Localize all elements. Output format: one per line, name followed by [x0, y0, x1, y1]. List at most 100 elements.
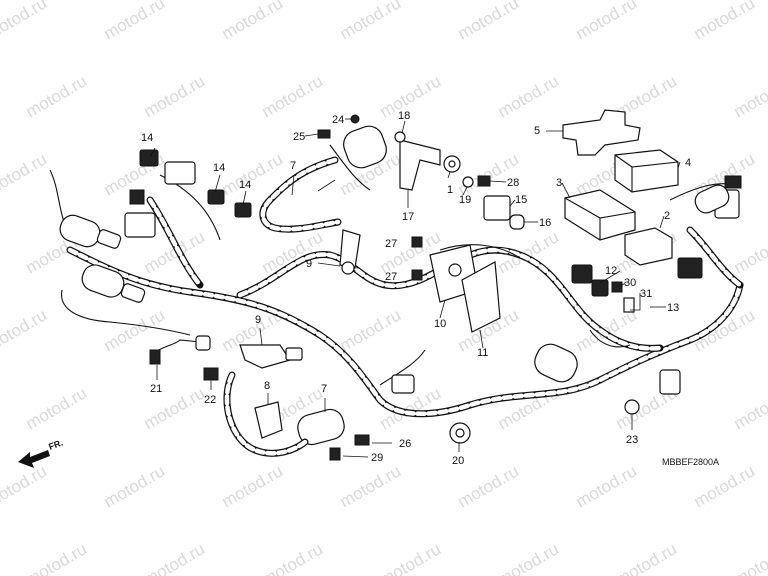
connector-14-right[interactable]: [234, 202, 252, 218]
part-19-nut[interactable]: [462, 176, 474, 188]
part-9-upper-cap[interactable]: [339, 229, 361, 275]
watermark-text: motod.ru: [377, 71, 445, 121]
watermark-text: motod.ru: [613, 539, 681, 576]
part-22-clip[interactable]: [203, 367, 219, 381]
watermark-text: motod.ru: [495, 71, 563, 121]
watermark-text: motod.ru: [377, 539, 445, 576]
watermark-text: motod.ru: [337, 461, 405, 511]
ignition-coil-front[interactable]: [57, 212, 122, 250]
watermark-text: motod.ru: [455, 0, 523, 43]
part-20-clamp[interactable]: [449, 422, 471, 444]
callout-14-middle: 14: [213, 162, 225, 174]
callout-9-lower: 9: [255, 314, 261, 326]
connector-block-upper-left[interactable]: [124, 161, 196, 238]
part-3-regulator[interactable]: [564, 189, 636, 241]
watermark-text: motod.ru: [219, 461, 287, 511]
watermark-text: motod.ru: [101, 305, 169, 355]
callout-3: 3: [556, 177, 562, 189]
watermark-text: motod.ru: [731, 539, 768, 576]
callout-7-lower: 7: [321, 383, 327, 395]
callout-10: 10: [434, 318, 446, 330]
callout-14-left: 14: [141, 132, 153, 144]
watermark-text: motod.ru: [23, 383, 91, 433]
watermark-text: motod.ru: [731, 71, 768, 121]
watermark-text: motod.ru: [455, 461, 523, 511]
callout-30: 30: [624, 277, 636, 289]
part-26-bolt[interactable]: [354, 434, 370, 446]
drawing-code: MBBEF2800A: [662, 457, 719, 467]
connector-14-left[interactable]: [139, 149, 159, 167]
connector-right-lower[interactable]: [659, 369, 681, 395]
callout-4: 4: [685, 157, 691, 169]
connector-14-middle[interactable]: [207, 189, 225, 205]
part-8-bracket[interactable]: [254, 401, 283, 439]
callout-1: 1: [447, 184, 453, 196]
part-27-bolt-lower[interactable]: [411, 269, 423, 281]
watermark-text: motod.ru: [0, 0, 50, 43]
callout-13: 13: [667, 302, 679, 314]
callout-29: 29: [371, 452, 383, 464]
part-28-bolt[interactable]: [477, 175, 491, 187]
part-30-clip[interactable]: [611, 281, 623, 293]
callout-15: 15: [515, 194, 527, 206]
watermark-text: motod.ru: [141, 539, 209, 576]
part-17-bracket[interactable]: [394, 131, 441, 191]
callout-labels: 1 2 3 4 5 7 7 8 9 9 10 11 12 13 14 14 14…: [141, 110, 691, 467]
callout-16: 16: [539, 217, 551, 229]
callout-31: 31: [640, 288, 652, 300]
callout-26: 26: [399, 438, 411, 450]
watermark-text: motod.ru: [23, 539, 91, 576]
part-15-relay[interactable]: [483, 195, 511, 221]
callout-19: 19: [459, 194, 471, 206]
part-4-ecu[interactable]: [614, 149, 679, 193]
watermark-text: motod.ru: [219, 0, 287, 43]
callout-23: 23: [626, 434, 638, 446]
part-31-clip[interactable]: [623, 297, 635, 313]
ignition-coil-rear[interactable]: [79, 262, 146, 304]
callout-11: 11: [477, 347, 488, 359]
watermark-text: motod.ru: [259, 71, 327, 121]
part-25-bolt[interactable]: [317, 129, 331, 139]
watermark-text: motod.ru: [337, 0, 405, 43]
part-11-plate[interactable]: [461, 261, 501, 333]
part-12-connector[interactable]: [571, 264, 609, 297]
ignition-coil-lower-center[interactable]: [530, 340, 582, 387]
watermark-text: motod.ru: [573, 0, 641, 43]
part-21-connector[interactable]: [149, 335, 211, 365]
part-2-module[interactable]: [624, 227, 673, 266]
callout-7-upper: 7: [290, 160, 296, 172]
connector-center-lower[interactable]: [391, 374, 415, 394]
callout-27-lower: 27: [385, 271, 397, 283]
watermark-text: motod.ru: [731, 227, 768, 277]
part-9-lower-cap[interactable]: [239, 344, 303, 369]
part-29-bolt[interactable]: [329, 447, 341, 461]
part-23-clamp[interactable]: [624, 399, 640, 415]
part-7-lower-cylinder[interactable]: [223, 371, 347, 457]
part-5-cover[interactable]: [562, 109, 641, 156]
part-1-grommet[interactable]: [443, 155, 461, 173]
watermark-text: motod.ru: [141, 71, 209, 121]
watermark-text: motod.ru: [0, 305, 50, 355]
callout-14-right: 14: [239, 179, 251, 191]
callout-17: 17: [402, 211, 414, 223]
watermark-text: motod.ru: [0, 461, 50, 511]
callout-27-upper: 27: [385, 238, 397, 250]
part-16-cap[interactable]: [509, 214, 525, 230]
coil-upper-right[interactable]: [692, 182, 732, 216]
callout-8: 8: [264, 380, 270, 392]
part-7-upper-cylinder[interactable]: [259, 122, 390, 233]
callout-22: 22: [204, 394, 216, 406]
callout-2: 2: [664, 210, 670, 222]
callout-28: 28: [507, 177, 519, 189]
watermark-text: motod.ru: [23, 71, 91, 121]
watermark-text: motod.ru: [691, 0, 759, 43]
callout-25: 25: [293, 131, 305, 143]
part-24-nut[interactable]: [350, 114, 360, 124]
watermark-text: motod.ru: [259, 539, 327, 576]
watermark-text: motod.ru: [495, 539, 563, 576]
watermark-text: motod.ru: [101, 461, 169, 511]
callout-20: 20: [452, 455, 464, 467]
part-27-bolt-upper[interactable]: [411, 236, 423, 248]
